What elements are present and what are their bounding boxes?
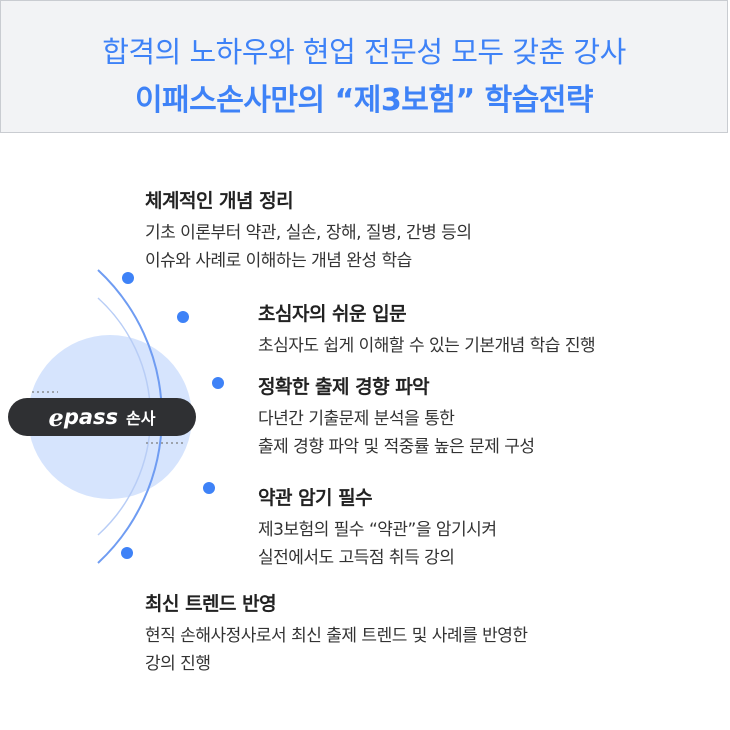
timeline-dot-5 <box>121 547 133 559</box>
item-desc-line: 초심자도 쉽게 이해할 수 있는 기본개념 학습 진행 <box>258 336 596 356</box>
timeline-dot-3 <box>212 377 224 389</box>
item-title: 정확한 출제 경향 파악 <box>258 376 430 398</box>
header-title-line1: 합격의 노하우와 현업 전문성 모두 갖춘 강사 <box>102 35 626 69</box>
logo-pass: pass <box>63 405 119 429</box>
header-title-line2: 이패스손사만의 “제3보험” 학습전략 <box>134 83 594 118</box>
item-desc: 초심자도 쉽게 이해할 수 있는 기본개념 학습 진행 <box>258 332 596 360</box>
item-desc-line: 출제 경향 파악 및 적중률 높은 문제 구성 <box>258 437 535 457</box>
strategy-item-trend-analysis: 정확한 출제 경향 파악 다년간 기출문제 분석을 통한 출제 경향 파악 및 … <box>258 372 535 461</box>
item-desc: 현직 손해사정사로서 최신 출제 트렌드 및 사례를 반영한 강의 진행 <box>145 622 528 678</box>
item-desc-line: 이슈와 사례로 이해하는 개념 완성 학습 <box>145 251 412 271</box>
timeline-dot-1 <box>122 272 134 284</box>
item-desc: 다년간 기출문제 분석을 통한 출제 경향 파악 및 적중률 높은 문제 구성 <box>258 405 535 461</box>
item-desc-line: 현직 손해사정사로서 최신 출제 트렌드 및 사례를 반영한 <box>145 626 528 646</box>
strategy-item-concept: 체계적인 개념 정리 기초 이론부터 약관, 실손, 장해, 질병, 간병 등의… <box>145 186 472 275</box>
logo-suffix: 손사 <box>126 409 156 428</box>
item-desc-line: 강의 진행 <box>145 654 211 674</box>
item-desc-line: 다년간 기출문제 분석을 통한 <box>258 409 455 429</box>
item-title: 최신 트렌드 반영 <box>145 593 277 615</box>
item-desc-line: 기초 이론부터 약관, 실손, 장해, 질병, 간병 등의 <box>145 223 472 243</box>
strategy-item-beginner: 초심자의 쉬운 입문 초심자도 쉽게 이해할 수 있는 기본개념 학습 진행 <box>258 299 596 360</box>
item-desc: 제3보험의 필수 “약관”을 암기시켜 실전에서도 고득점 취득 강의 <box>258 516 497 572</box>
item-title: 체계적인 개념 정리 <box>145 190 294 212</box>
item-desc: 기초 이론부터 약관, 실손, 장해, 질병, 간병 등의 이슈와 사례로 이해… <box>145 219 472 275</box>
strategy-item-latest-trend: 최신 트렌드 반영 현직 손해사정사로서 최신 출제 트렌드 및 사례를 반영한… <box>145 589 528 678</box>
item-title: 약관 암기 필수 <box>258 487 373 509</box>
epass-logo-badge: e pass 손사 <box>8 398 196 436</box>
logo-e: e <box>48 402 64 432</box>
item-desc-line: 제3보험의 필수 “약관”을 암기시켜 <box>258 520 497 540</box>
header-banner: 합격의 노하우와 현업 전문성 모두 갖춘 강사 이패스손사만의 “제3보험” … <box>0 0 728 133</box>
timeline-dot-4 <box>203 482 215 494</box>
strategy-item-terms: 약관 암기 필수 제3보험의 필수 “약관”을 암기시켜 실전에서도 고득점 취… <box>258 483 497 572</box>
timeline-dot-2 <box>177 311 189 323</box>
item-desc-line: 실전에서도 고득점 취득 강의 <box>258 548 455 568</box>
item-title: 초심자의 쉬운 입문 <box>258 303 407 325</box>
